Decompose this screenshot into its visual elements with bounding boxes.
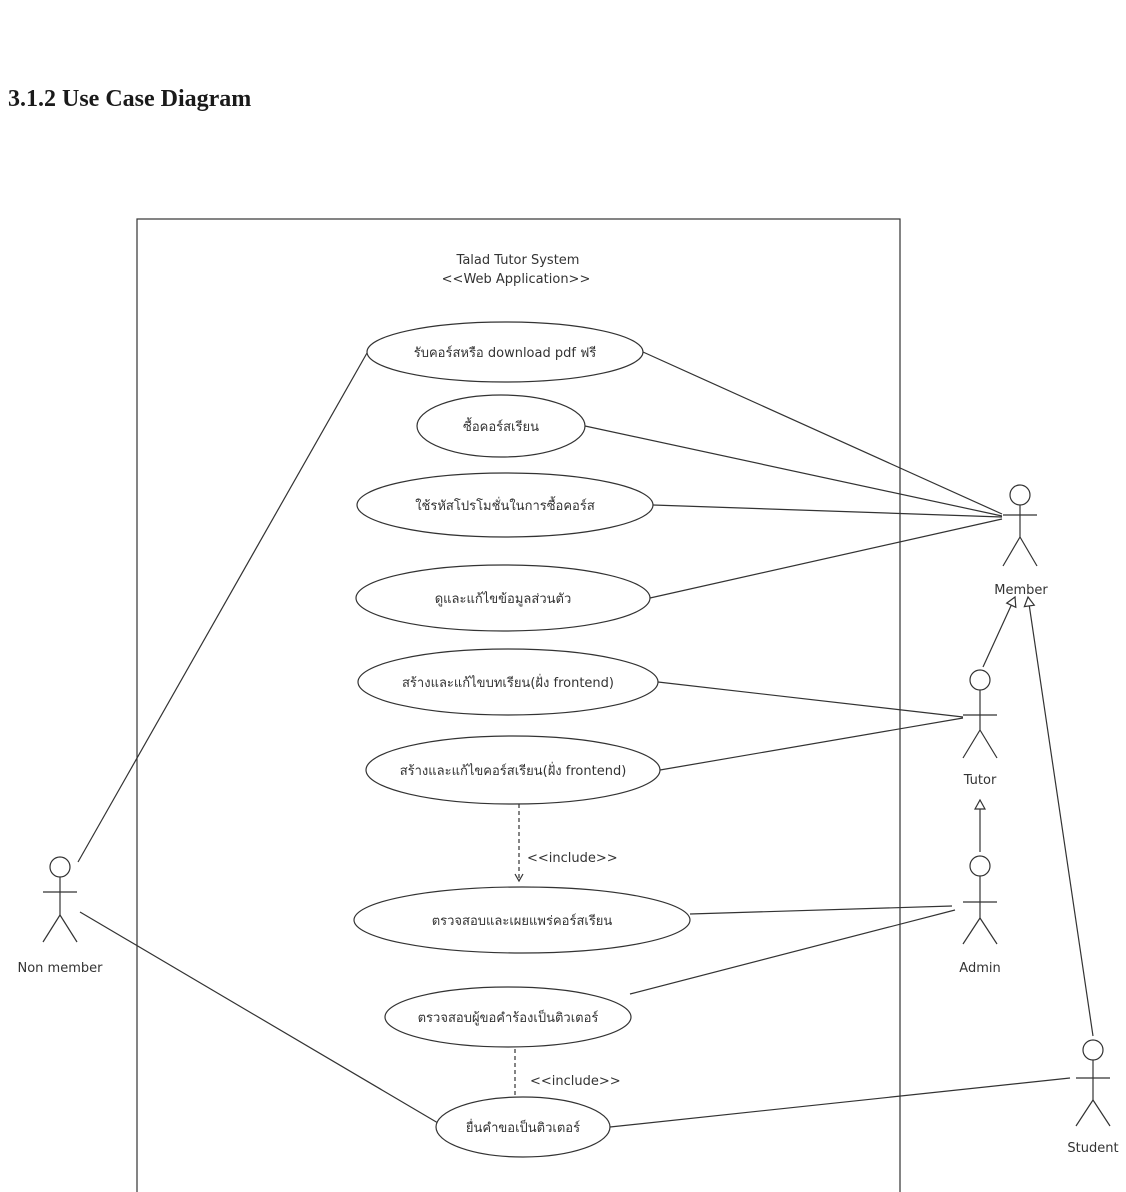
svg-text:ยื่นคำขอเป็นติวเตอร์: ยื่นคำขอเป็นติวเตอร์ [466, 1118, 581, 1136]
svg-text:รับคอร์สหรือ download pdf ฟรี: รับคอร์สหรือ download pdf ฟรี [414, 345, 597, 361]
include-label-1: <<include>> [527, 851, 618, 866]
actor-member: Member [994, 484, 1048, 598]
svg-text:Admin: Admin [959, 961, 1000, 976]
use-case: ยื่นคำขอเป็นติวเตอร์ [435, 1096, 611, 1158]
use-case: ใช้รหัสโปรโมชั่นในการซื้อคอร์ส [356, 472, 654, 538]
svg-text:สร้างและแก้ไขบทเรียน(ฝั่ง fron: สร้างและแก้ไขบทเรียน(ฝั่ง frontend) [402, 674, 614, 691]
section-heading: 3.1.2 Use Case Diagram [8, 86, 252, 112]
use-case: ตรวจสอบผู้ขอคำร้องเป็นติวเตอร์ [384, 986, 632, 1048]
svg-text:ตรวจสอบผู้ขอคำร้องเป็นติวเตอร์: ตรวจสอบผู้ขอคำร้องเป็นติวเตอร์ [418, 1008, 599, 1026]
use-case: สร้างและแก้ไขคอร์สเรียน(ฝั่ง frontend) [365, 735, 661, 805]
use-case: ซื้อคอร์สเรียน [416, 394, 586, 458]
use-case: ตรวจสอบและเผยแพร่คอร์สเรียน [353, 886, 691, 954]
svg-text:Tutor: Tutor [963, 773, 997, 788]
svg-text:สร้างและแก้ไขคอร์สเรียน(ฝั่ง f: สร้างและแก้ไขคอร์สเรียน(ฝั่ง frontend) [400, 762, 627, 779]
svg-text:ใช้รหัสโปรโมชั่นในการซื้อคอร์ส: ใช้รหัสโปรโมชั่นในการซื้อคอร์ส [415, 496, 595, 514]
svg-text:Member: Member [994, 583, 1048, 598]
associations [77, 351, 1071, 1128]
svg-text:Student: Student [1067, 1141, 1118, 1156]
svg-text:ตรวจสอบและเผยแพร่คอร์สเรียน: ตรวจสอบและเผยแพร่คอร์สเรียน [432, 913, 613, 929]
system-stereotype: <<Web Application>> [442, 272, 591, 287]
actor-admin: Admin [959, 855, 1001, 976]
use-case: รับคอร์สหรือ download pdf ฟรี [366, 321, 644, 383]
svg-text:Non member: Non member [18, 961, 104, 976]
actor-tutor: Tutor [962, 669, 998, 788]
system-boundary [136, 218, 901, 1192]
use-case: ดูและแก้ไขข้อมูลส่วนตัว [355, 564, 651, 632]
svg-text:ดูและแก้ไขข้อมูลส่วนตัว: ดูและแก้ไขข้อมูลส่วนตัว [435, 591, 572, 607]
svg-text:ซื้อคอร์สเรียน: ซื้อคอร์สเรียน [463, 417, 539, 435]
actor-non-member: Non member [18, 856, 104, 976]
use-case: สร้างและแก้ไขบทเรียน(ฝั่ง frontend) [357, 648, 659, 716]
system-name: Talad Tutor System [456, 253, 580, 268]
generalizations [980, 597, 1094, 1037]
actor-student: Student [1067, 1039, 1119, 1156]
include-label-2: <<include>> [530, 1074, 621, 1089]
